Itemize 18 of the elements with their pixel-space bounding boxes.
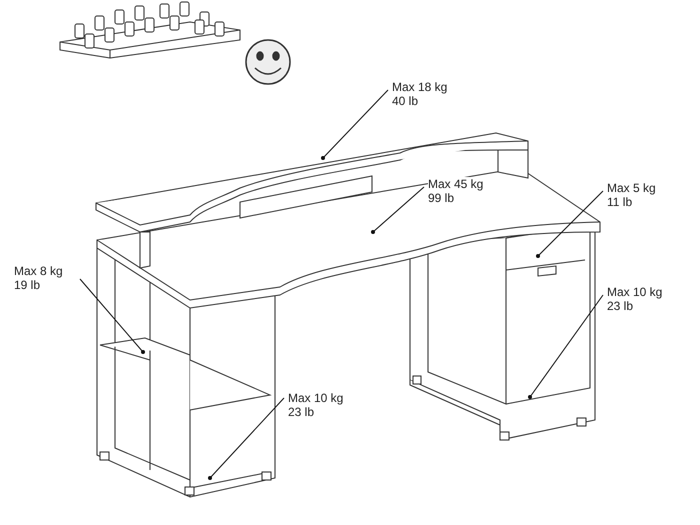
leader-line xyxy=(208,398,284,480)
leader-line xyxy=(371,186,424,234)
load-limit-imperial-text: 23 lb xyxy=(288,405,314,419)
load-limit-imperial-text: 99 lb xyxy=(428,191,454,205)
load-limit-text: Max 18 kg xyxy=(392,80,448,94)
leader-line xyxy=(528,294,604,399)
load-limit-imperial-text: 19 lb xyxy=(14,278,40,292)
load-limit-imperial-text: 40 lb xyxy=(392,94,418,108)
load-limit-text: Max 5 kg xyxy=(607,181,656,195)
leader-line xyxy=(536,190,604,258)
load-limit-text: Max 8 kg xyxy=(14,264,63,278)
leader-line xyxy=(321,90,388,160)
leader-line xyxy=(80,278,145,354)
load-limit-imperial-text: 11 lb xyxy=(607,195,632,209)
load-limit-imperial-text: 23 lb xyxy=(607,299,634,313)
load-limit-text: Max 10 kg xyxy=(288,391,344,405)
load-limit-text: Max 45 kg xyxy=(428,177,484,191)
load-limit-text: Max 10 kg xyxy=(607,285,662,299)
